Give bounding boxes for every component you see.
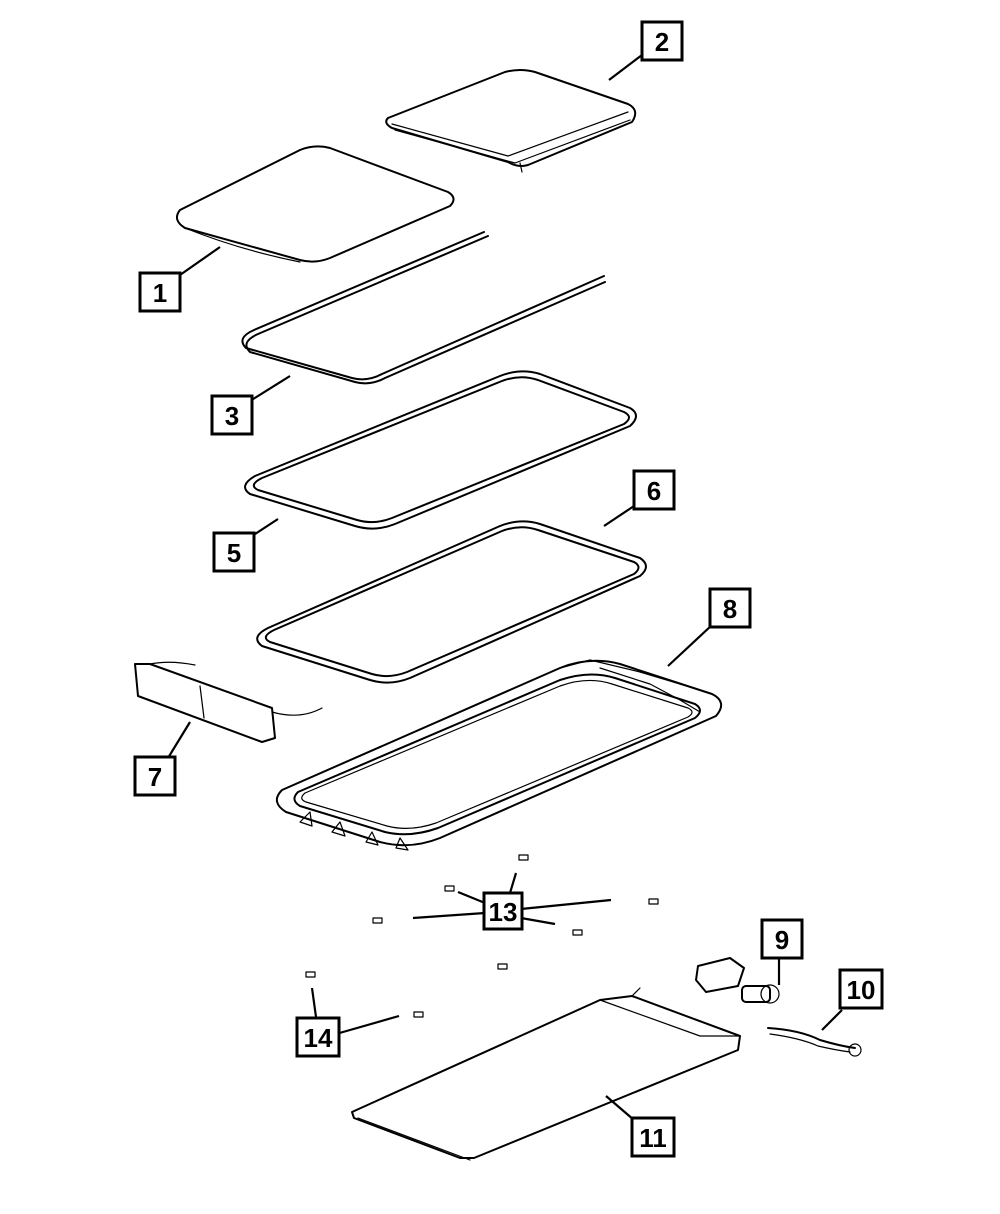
callout-3-label: 3 (225, 401, 239, 431)
callout-5: 5 (212, 531, 256, 573)
part-10-harness (767, 1027, 862, 1057)
part-8-frame-assembly (275, 659, 723, 851)
callout-5-label: 5 (227, 538, 241, 568)
callout-8: 8 (708, 587, 752, 629)
part-1-panel (175, 145, 455, 263)
part-5-frame-seal (244, 370, 637, 530)
callout-9: 9 (760, 918, 804, 960)
callout-2-label: 2 (655, 27, 669, 57)
callout-14: 14 (295, 1016, 341, 1058)
part-2-glass-panel (385, 69, 637, 173)
leader-lines (167, 54, 843, 1121)
callout-2: 2 (640, 20, 684, 62)
callout-11: 11 (630, 1116, 676, 1158)
callout-8-label: 8 (723, 594, 737, 624)
callout-6-label: 6 (647, 476, 661, 506)
callout-13: 13 (482, 891, 524, 931)
callout-10: 10 (838, 968, 884, 1010)
callout-1: 1 (138, 271, 182, 313)
callout-10-label: 10 (847, 975, 876, 1005)
callout-11-label: 11 (639, 1123, 667, 1153)
part-13-clips (372, 854, 659, 970)
part-6-outer-seal (256, 520, 647, 684)
callout-14-label: 14 (304, 1023, 333, 1053)
callout-1-label: 1 (153, 278, 167, 308)
part-3-seal (241, 231, 606, 385)
callout-7-label: 7 (148, 762, 162, 792)
callout-3: 3 (210, 394, 254, 436)
part-7-deflector (134, 661, 323, 743)
callout-6: 6 (632, 469, 676, 511)
callout-13-label: 13 (489, 897, 518, 927)
part-9-motor (695, 957, 780, 1004)
part-14-clips (305, 971, 424, 1018)
callout-9-label: 9 (775, 925, 789, 955)
callout-7: 7 (133, 755, 177, 797)
part-11-sunshade (351, 987, 741, 1161)
